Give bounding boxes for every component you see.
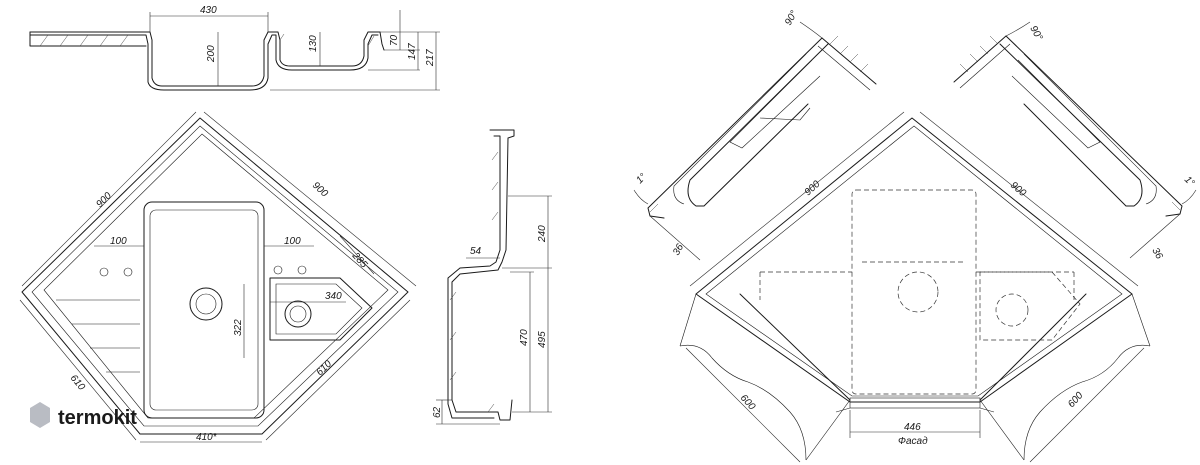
dim-big-bowl-322: 322 — [233, 319, 244, 336]
dim-profile-62: 62 — [432, 406, 443, 418]
cab-dim-600-left: 600 — [738, 393, 758, 413]
install-detail-right: 90° 1° 36 — [953, 21, 1197, 262]
angle-90-right: 90° — [1027, 24, 1044, 43]
cabinet-plan-view: 900 900 600 600 446 Фасад — [679, 111, 1151, 463]
top-plan-view: 900 900 100 100 285 340 322 610 610 410* — [19, 111, 417, 443]
dim-side-610-right: 610 — [314, 358, 334, 378]
dim-rim-70: 70 — [389, 34, 400, 46]
hexagon-logo-icon — [30, 402, 50, 428]
dim-side-610-left: 610 — [68, 373, 87, 393]
profile-section-view: 240 54 470 495 62 — [432, 129, 552, 425]
gap-36-left: 36 — [671, 242, 686, 258]
dim-offset-100-left: 100 — [110, 236, 127, 247]
dim-side-900-right: 900 — [310, 180, 330, 200]
dim-small-bowl-340: 340 — [325, 291, 342, 302]
dim-small-130: 130 — [308, 35, 319, 52]
cab-dim-900-left: 900 — [803, 179, 823, 199]
dim-offset-100-right: 100 — [284, 236, 301, 247]
angle-90-left: 90° — [783, 9, 800, 28]
facade-label: Фасад — [898, 436, 928, 447]
install-detail-left: 90° 1° 36 — [633, 9, 877, 261]
dim-profile-240: 240 — [537, 225, 548, 243]
dim-profile-495: 495 — [537, 331, 548, 348]
termokit-logo: termokit — [30, 402, 137, 429]
side-section-view: 430 200 130 70 147 217 — [29, 5, 440, 91]
cab-dim-900-right: 900 — [1008, 180, 1028, 199]
angle-1-left: 1° — [634, 172, 649, 187]
dim-top-430: 430 — [200, 5, 217, 16]
dim-offset-285: 285 — [349, 250, 369, 271]
cab-dim-600-right: 600 — [1066, 390, 1086, 410]
gap-36-right: 36 — [1149, 246, 1164, 262]
watermark-text: termokit — [58, 407, 137, 429]
dim-rim-147: 147 — [407, 43, 418, 60]
facade-dim-446: 446 — [904, 422, 921, 433]
dim-total-217: 217 — [425, 49, 436, 67]
dim-front-410: 410* — [196, 432, 218, 443]
dim-bowl-200: 200 — [206, 45, 217, 63]
dim-profile-470: 470 — [519, 329, 530, 346]
dim-side-900-left: 900 — [94, 190, 114, 210]
dim-profile-54: 54 — [470, 246, 482, 257]
angle-1-right: 1° — [1182, 174, 1197, 189]
